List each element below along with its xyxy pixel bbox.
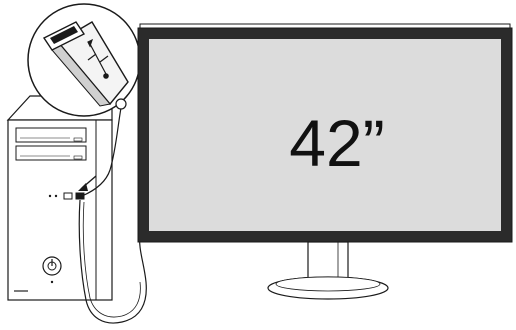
drive-bay-1-button	[74, 138, 82, 141]
indicator-led-1	[49, 195, 51, 197]
brand-mark	[14, 290, 28, 292]
usb-dongle-tail	[116, 99, 126, 109]
drive-bay-2-button	[74, 156, 82, 159]
power-button	[43, 257, 61, 275]
zoom-inset	[28, 4, 140, 116]
monitor-stand-base-top	[276, 277, 380, 291]
monitor-stand-neck	[308, 242, 348, 280]
front-port-1	[64, 193, 72, 199]
indicator-led-2	[55, 195, 57, 197]
monitor: 42”	[138, 24, 512, 299]
pc-tower	[8, 96, 112, 300]
monitor-size-label: 42”	[289, 106, 384, 180]
power-led	[51, 281, 53, 283]
